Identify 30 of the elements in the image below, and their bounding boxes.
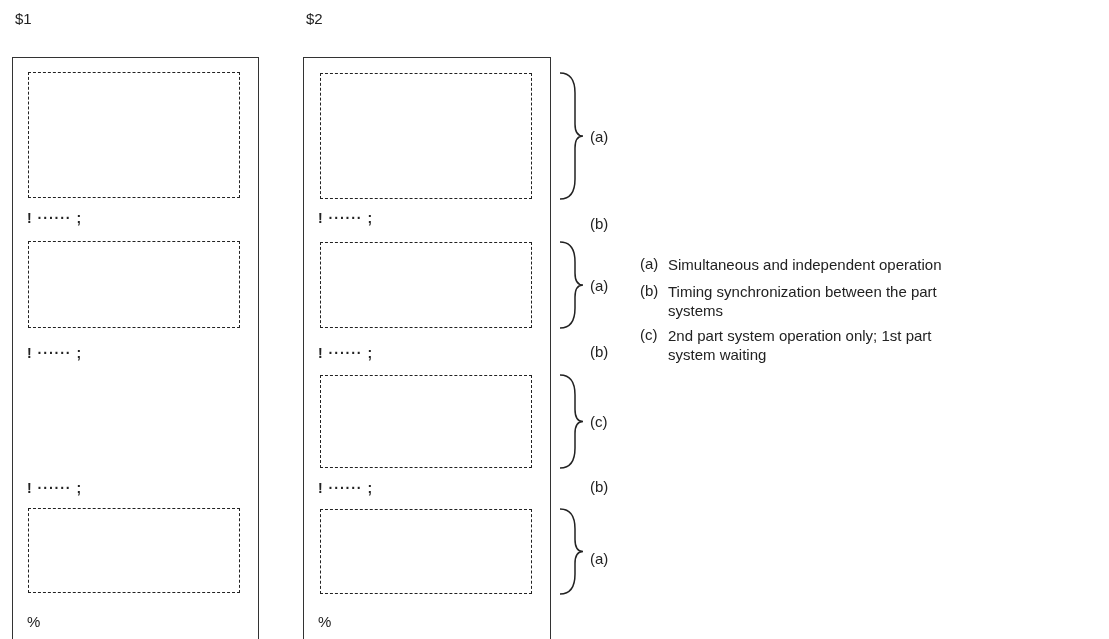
- program-block: [320, 73, 532, 199]
- program-end-mark: %: [318, 613, 332, 630]
- wait-command: ! ······ ;: [318, 480, 374, 496]
- program-block: [28, 241, 240, 328]
- key-description: Simultaneous and independent operation: [668, 255, 943, 274]
- key-letter: (c): [640, 326, 658, 343]
- key-letter: (b): [640, 282, 659, 299]
- wait-command: ! ······ ;: [27, 210, 83, 226]
- wait-command: ! ······ ;: [27, 345, 83, 361]
- program-block: [28, 508, 240, 593]
- wait-command: ! ······ ;: [318, 210, 374, 226]
- wait-command: ! ······ ;: [318, 345, 374, 361]
- key-description: 2nd part system operation only; 1st part system waiting: [668, 326, 933, 364]
- program-end-mark: %: [27, 613, 41, 630]
- key-letter: (c): [590, 413, 608, 430]
- system-heading: $2: [306, 10, 323, 27]
- key-description: Timing synchronization between the part systems: [668, 282, 938, 320]
- key-letter: (a): [590, 128, 609, 145]
- key-letter: (b): [590, 215, 609, 232]
- program-block: [320, 242, 532, 328]
- wait-command: ! ······ ;: [27, 480, 83, 496]
- key-letter: (a): [590, 277, 609, 294]
- key-letter: (a): [640, 255, 659, 272]
- program-block: [320, 509, 532, 594]
- key-letter: (b): [590, 343, 609, 360]
- system-heading: $1: [15, 10, 32, 27]
- program-block: [28, 72, 240, 198]
- key-letter: (b): [590, 478, 609, 495]
- key-letter: (a): [590, 550, 609, 567]
- program-block: [320, 375, 532, 468]
